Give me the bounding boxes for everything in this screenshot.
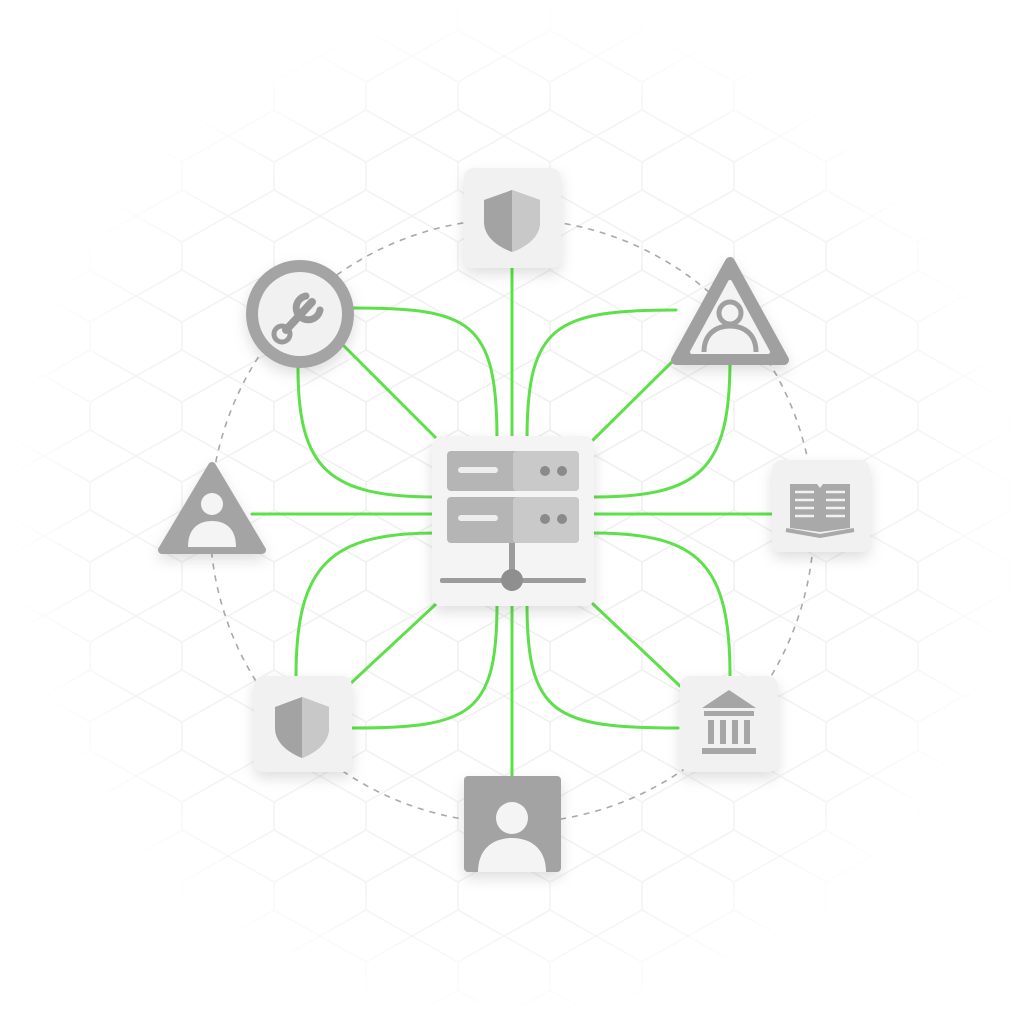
- connector-wrench-diag: [342, 344, 440, 442]
- node-shield-bottom[interactable]: [254, 676, 352, 772]
- connector-bank-diag: [591, 602, 682, 688]
- user-icon: [478, 802, 546, 872]
- central-server-hub[interactable]: [432, 436, 594, 606]
- connector-warning-loop-a: [525, 308, 678, 442]
- wrench-icon: [271, 292, 324, 345]
- node-shield-top[interactable]: [464, 168, 561, 268]
- node-user-warning[interactable]: [671, 257, 789, 365]
- user-warning-icon: [701, 299, 759, 353]
- shield-icon: [275, 697, 329, 758]
- connector-lines: [250, 266, 774, 778]
- book-icon: [785, 484, 855, 539]
- bank-icon: [702, 690, 756, 754]
- connector-shield-diag: [348, 602, 438, 686]
- server-network-icon: [440, 451, 586, 591]
- connector-shield-loop-a: [294, 531, 438, 678]
- node-user-bottom[interactable]: [464, 776, 561, 872]
- connector-wrench-loop-a: [350, 306, 499, 442]
- node-user-warning-left[interactable]: [158, 462, 266, 554]
- node-wrench[interactable]: [246, 260, 354, 368]
- connector-wrench-loop-b: [296, 366, 438, 499]
- connector-bank-loop-a: [591, 531, 732, 678]
- connector-warning-loop-b: [591, 358, 732, 499]
- user-warning-icon: [188, 493, 236, 547]
- shield-icon: [484, 190, 540, 252]
- connector-bank-loop-b: [525, 602, 680, 730]
- node-bank[interactable]: [680, 676, 778, 772]
- connector-shield-loop-b: [350, 602, 499, 730]
- node-book[interactable]: [772, 460, 870, 552]
- connector-user-warning-diag: [591, 354, 680, 442]
